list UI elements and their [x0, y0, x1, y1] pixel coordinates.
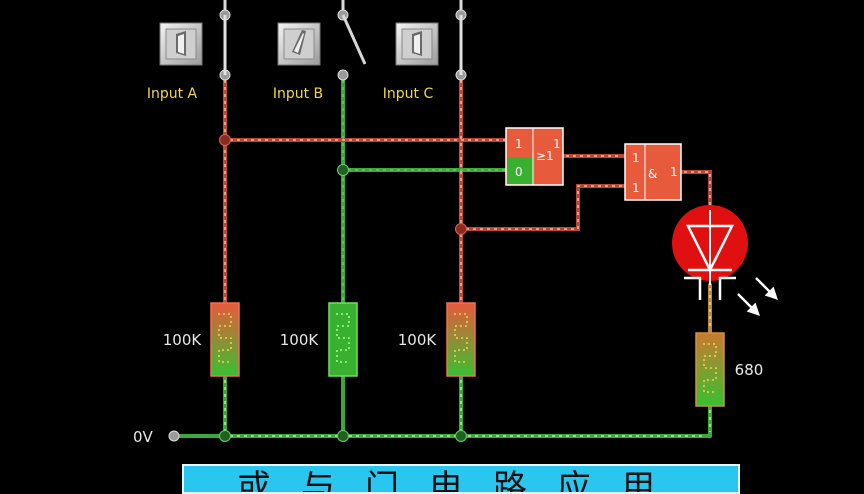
switch-contacts — [219, 9, 467, 81]
led — [672, 205, 748, 300]
and-gate-output: 1 — [670, 165, 678, 179]
switch-a[interactable] — [159, 22, 203, 66]
title-banner: 或与门电路应用 — [182, 464, 740, 494]
resistor-a — [210, 302, 240, 377]
resistor-b — [328, 302, 358, 377]
resistor-a-value: 100K — [163, 331, 203, 349]
input-b-label: Input B — [273, 86, 323, 102]
resistor-led — [695, 332, 725, 407]
resistor-c-value: 100K — [398, 331, 438, 349]
or-gate-output: 1 — [553, 137, 561, 151]
resistor-led-value: 680 — [735, 361, 764, 379]
resistor-b-value: 100K — [280, 331, 320, 349]
flow-dashes — [224, 80, 711, 437]
or-gate-input-top: 1 — [515, 137, 523, 151]
title-banner-text: 或与门电路应用 — [237, 468, 685, 494]
ground-terminal — [168, 430, 180, 442]
and-gate-input-bottom: 1 — [632, 181, 640, 195]
and-gate: 1 1 & 1 — [624, 143, 682, 201]
wires — [172, 0, 712, 438]
light-emission-icon — [737, 277, 778, 316]
and-gate-input-top: 1 — [632, 151, 640, 165]
switch-c[interactable] — [395, 22, 439, 66]
resistor-c — [446, 302, 476, 377]
switch-b[interactable] — [277, 22, 321, 66]
or-gate: 1 0 ≥1 1 — [505, 127, 564, 186]
ground-label: 0V — [133, 428, 154, 446]
input-c-label: Input C — [383, 86, 434, 102]
or-gate-symbol: ≥1 — [536, 149, 554, 163]
junctions — [219, 134, 467, 442]
and-gate-symbol: & — [648, 167, 657, 181]
or-gate-input-bottom: 0 — [515, 165, 523, 179]
input-a-label: Input A — [147, 86, 198, 102]
